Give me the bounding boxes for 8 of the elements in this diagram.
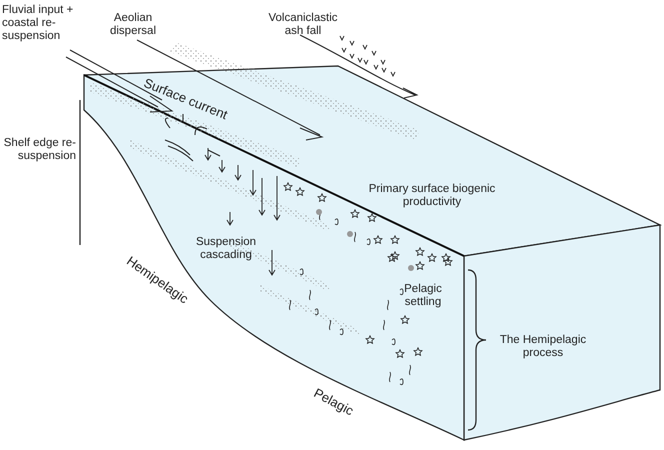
annotation-label: Shelf edge re-suspension [2,137,76,163]
annotation-label: Pelagic settling [403,283,443,309]
annotation-label: Fluvial input + coastal re-suspension [2,4,74,43]
annotation-label: Suspension cascading [194,236,258,262]
annotation-label: Primary surface biogenic productivity [368,183,496,209]
annotation-label: Volcaniclastic ash fall [267,12,339,38]
annotation-label: Aeolian dispersal [108,12,158,38]
annotation-label: The Hemipelagic process [498,334,588,360]
